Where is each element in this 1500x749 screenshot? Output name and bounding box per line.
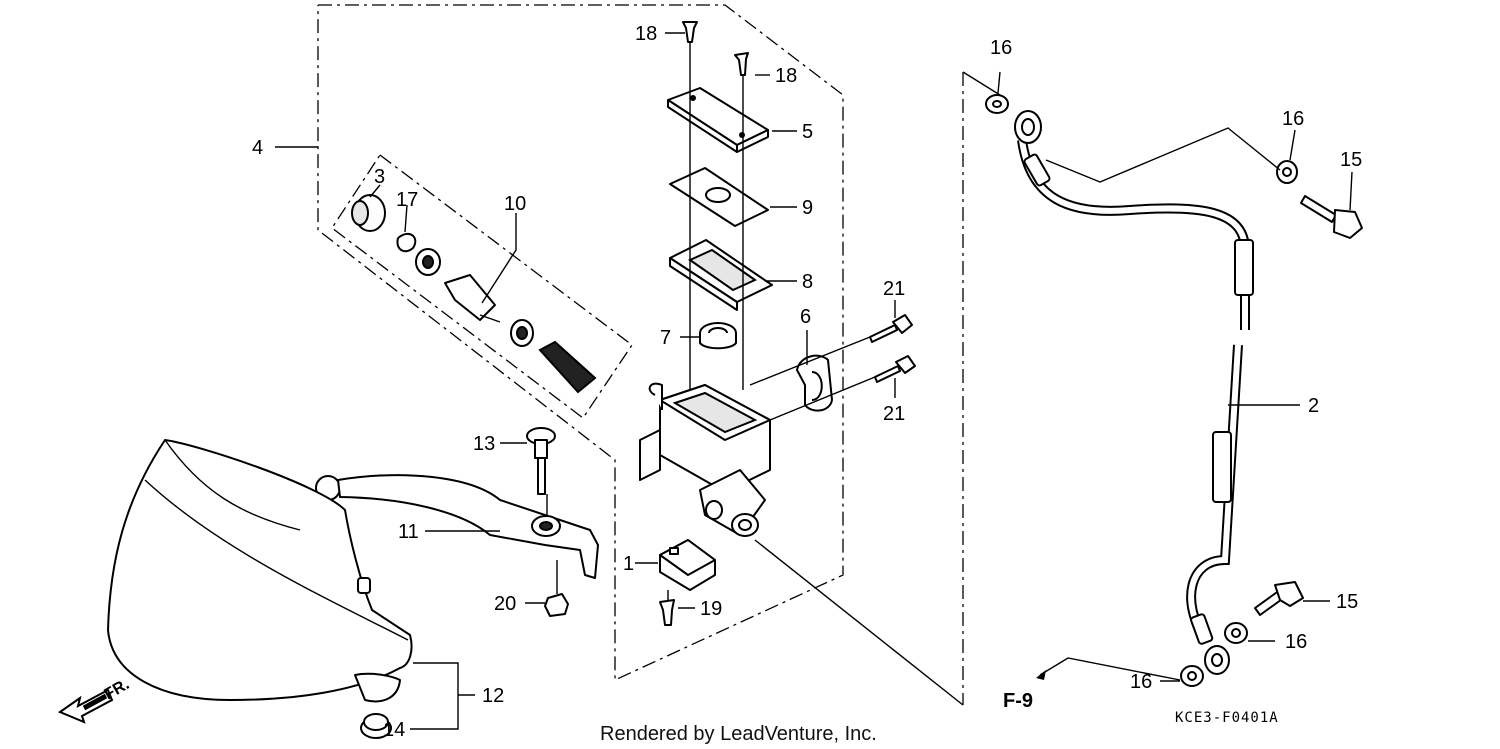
callout-6: 6 (800, 306, 811, 328)
callout-18b: 18 (775, 65, 797, 87)
front-direction-arrow: FR. (57, 676, 132, 724)
pivot-bolt (526, 427, 556, 515)
brake-hose (1014, 110, 1254, 675)
callout-17: 17 (396, 189, 418, 211)
credit-text: Rendered by LeadVenture, Inc. (600, 723, 877, 745)
piston-kit-boundary (331, 154, 633, 419)
callout-4: 4 (252, 137, 263, 159)
callout-16d: 16 (1130, 671, 1152, 693)
callout-13: 13 (473, 433, 495, 455)
callout-9: 9 (802, 197, 813, 219)
callout-21b: 21 (883, 403, 905, 425)
callout-11: 11 (398, 521, 419, 543)
callout-21a: 21 (883, 278, 905, 300)
hand-guard (107, 439, 413, 703)
callout-19: 19 (700, 598, 722, 620)
diagram-code: KCE3-F0401A (1175, 710, 1279, 726)
reservoir-cap (667, 87, 769, 153)
holder-bolts (749, 314, 916, 421)
callout-18a: 18 (635, 23, 657, 45)
assembly-boundary (317, 4, 844, 682)
holder (796, 354, 833, 412)
callout-7: 7 (660, 327, 671, 349)
brake-switch (659, 539, 716, 626)
alignment-lines (689, 42, 744, 390)
master-cylinder-body (639, 382, 771, 537)
banjo-bolts (1254, 195, 1363, 616)
callout-16b: 16 (1282, 108, 1304, 130)
callout-14: 14 (383, 719, 405, 741)
collar (360, 713, 392, 739)
seal-ring (699, 322, 737, 350)
callout-numbers: 4 3 17 10 18 18 5 9 8 7 6 21 21 13 11 1 … (252, 23, 1362, 741)
lever-nut (544, 560, 569, 617)
washers (985, 94, 1298, 687)
callout-16c: 16 (1285, 631, 1307, 653)
reservoir-screws (682, 21, 749, 76)
callout-3: 3 (374, 166, 385, 188)
diaphragm-plate (669, 167, 769, 227)
callout-1: 1 (623, 553, 634, 575)
callout-2: 2 (1308, 395, 1319, 417)
callout-12: 12 (482, 685, 504, 707)
brake-lever (315, 474, 599, 579)
callout-15b: 15 (1336, 591, 1358, 613)
leader-lines (275, 32, 1353, 730)
callout-15a: 15 (1340, 149, 1362, 171)
callout-5: 5 (802, 121, 813, 143)
callout-16a: 16 (990, 37, 1012, 59)
diaphragm (669, 239, 773, 311)
f9-arrow (1036, 670, 1046, 680)
piston-kit (351, 194, 597, 394)
hose-boundary (962, 71, 1001, 705)
reference-f9: F-9 (1003, 690, 1033, 712)
callout-8: 8 (802, 271, 813, 293)
callout-10: 10 (504, 193, 526, 215)
callout-20: 20 (494, 593, 516, 615)
